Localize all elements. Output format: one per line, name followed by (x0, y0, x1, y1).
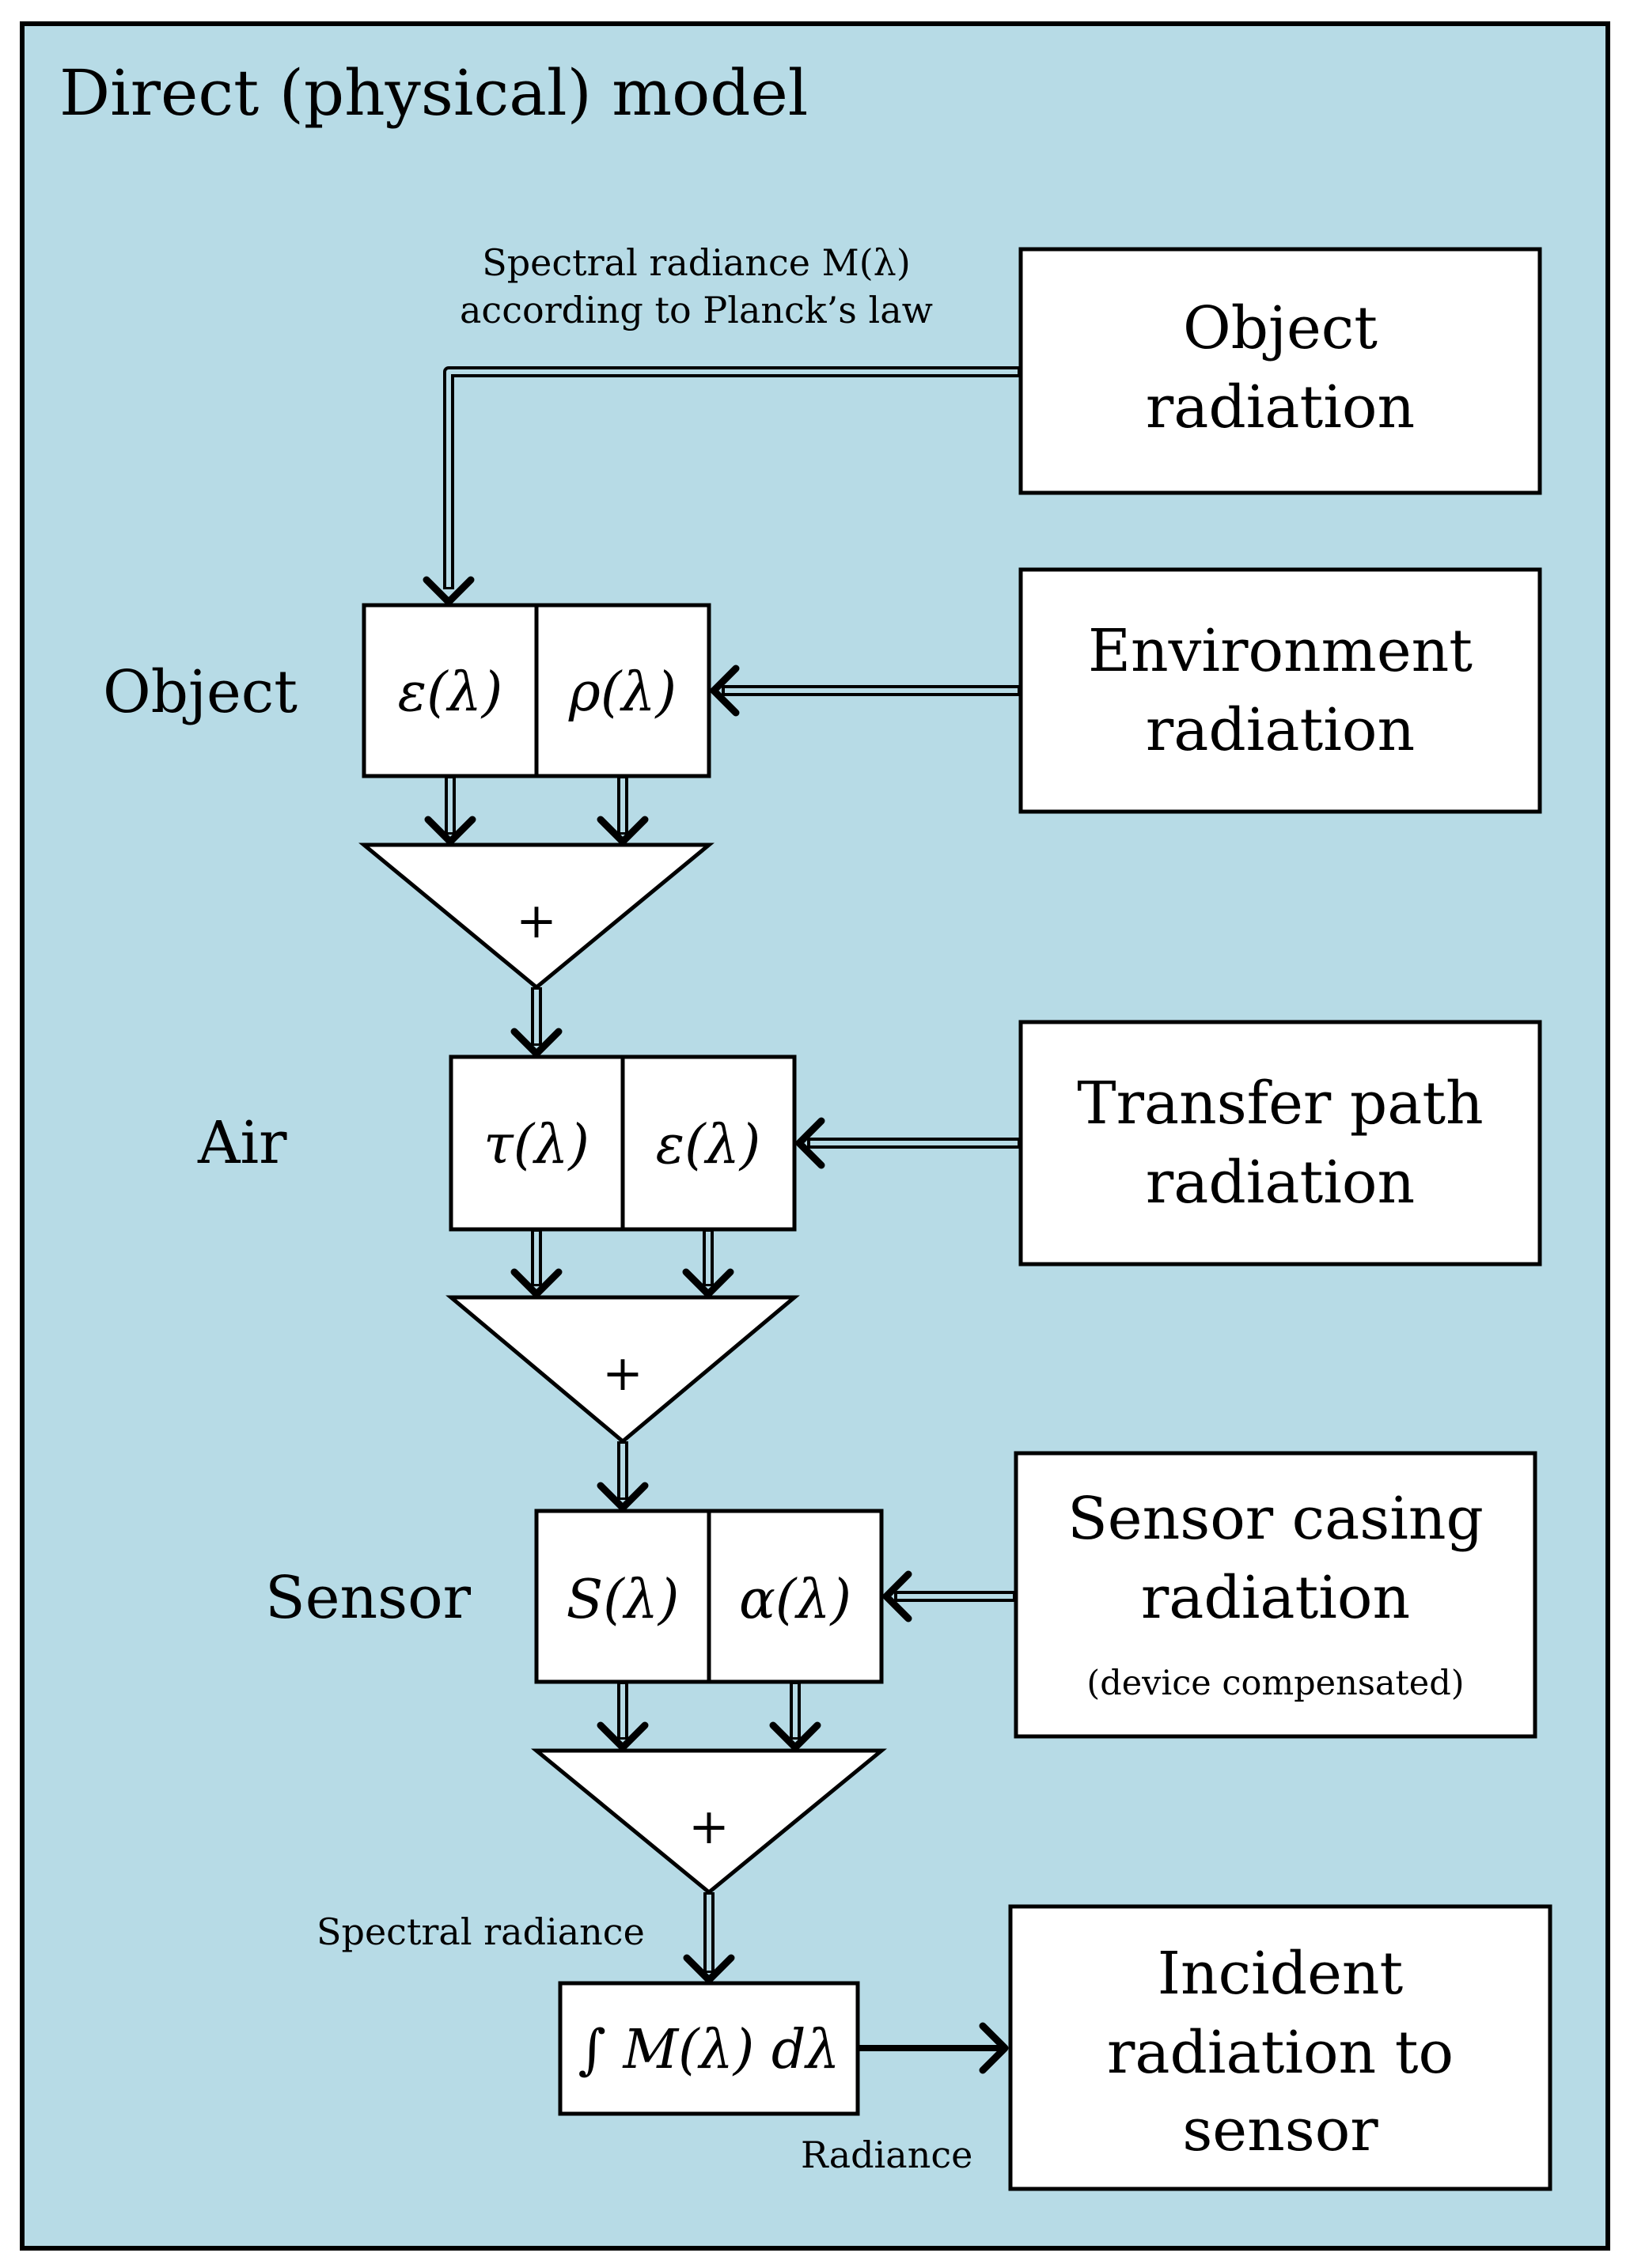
integration-expression: ∫ M(λ) dλ (578, 2019, 840, 2081)
sensor-absorptivity: α(λ) (739, 1569, 851, 1631)
sensor-casing-note: (device compensated) (1086, 1664, 1464, 1703)
object-radiation-box: Object radiation (1018, 247, 1542, 495)
arrow-object-left-down (424, 776, 476, 846)
sensor-casing-radiation-box: Sensor casing radiation (device compensa… (1014, 1451, 1537, 1739)
diagram-title: Direct (physical) model (59, 56, 808, 130)
sensor-sensitivity: S(λ) (567, 1569, 680, 1631)
sensor-casing-radiation-line2: radiation (1141, 1564, 1410, 1632)
arrow-sensor-left-down (597, 1682, 649, 1751)
arrow-transfer-to-air (795, 1117, 1021, 1169)
incident-radiation-line2: radiation to (1107, 2019, 1454, 2087)
arrow-environment-to-object (710, 664, 1021, 717)
sum-node-air: + (445, 1295, 800, 1444)
radiance-label: Radiance (801, 2134, 972, 2176)
arrow-sum-object-to-air (510, 987, 563, 1058)
object-radiation-line1: Object (1183, 294, 1378, 362)
air-transmissivity: τ(λ) (483, 1114, 589, 1176)
environment-radiation-line1: Environment (1088, 617, 1473, 685)
arrow-air-left-down (510, 1229, 563, 1298)
object-stage: ε(λ) ρ(λ) (362, 603, 711, 778)
svg-text:+: + (602, 1344, 643, 1402)
arrow-object-radiation-to-object (423, 366, 1021, 606)
spectral-radiance-label: Spectral radiance (317, 1910, 645, 1953)
incident-radiation-box: Incident radiation to sensor (1008, 1904, 1552, 2191)
transfer-path-radiation-line2: radiation (1146, 1149, 1415, 1217)
arrow-sum-air-to-sensor (597, 1441, 649, 1512)
svg-text:+: + (516, 892, 557, 949)
object-emissivity: ε(λ) (398, 661, 503, 724)
arrow-air-right-down (682, 1229, 734, 1298)
stage-label-air: Air (197, 1109, 287, 1177)
svg-text:+: + (688, 1797, 730, 1855)
arrow-object-right-down (597, 776, 649, 846)
sum-node-object: + (358, 842, 715, 990)
arrow-casing-to-sensor (882, 1570, 1016, 1622)
sensor-stage: S(λ) α(λ) (534, 1509, 884, 1684)
air-stage: τ(λ) ε(λ) (449, 1054, 797, 1232)
sensor-casing-radiation-line1: Sensor casing (1067, 1485, 1484, 1553)
integration-box: ∫ M(λ) dλ (558, 1981, 860, 2116)
air-emissivity: ε(λ) (656, 1114, 761, 1176)
planck-annotation-line2: according to Planck’s law (460, 289, 933, 331)
transfer-path-radiation-line1: Transfer path (1077, 1070, 1483, 1138)
environment-radiation-line2: radiation (1146, 696, 1415, 764)
sum-node-sensor: + (531, 1748, 887, 1895)
environment-radiation-box: Environment radiation (1018, 567, 1542, 814)
arrow-integral-to-incident (858, 2022, 1009, 2074)
transfer-path-radiation-box: Transfer path radiation (1018, 1020, 1542, 1267)
stage-label-object: Object (103, 658, 298, 726)
stage-label-sensor: Sensor (265, 1564, 472, 1632)
arrow-sensor-right-down (769, 1682, 821, 1751)
incident-radiation-line3: sensor (1182, 2096, 1378, 2164)
incident-radiation-line1: Incident (1158, 1940, 1404, 2008)
object-radiation-line2: radiation (1146, 373, 1415, 441)
object-reflectivity: ρ(λ) (568, 661, 677, 724)
planck-annotation-line1: Spectral radiance M(λ) (482, 241, 911, 284)
arrow-sum-sensor-to-integral (683, 1892, 735, 1984)
